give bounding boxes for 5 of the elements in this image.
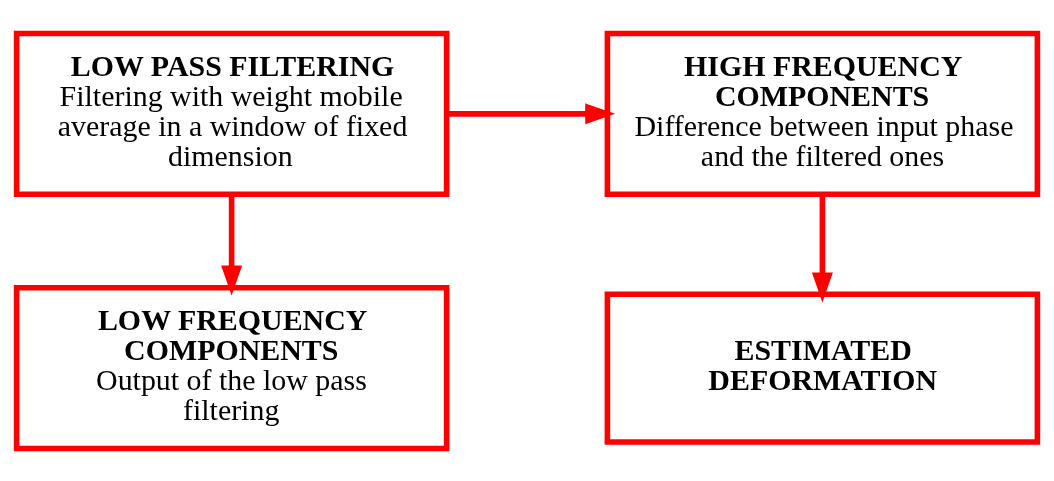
- arrow: [446, 102, 616, 124]
- node-box: ESTIMATED DEFORMATION: [604, 290, 1041, 445]
- node-box: HIGH FREQUENCY COMPONENTS Difference between input phase and the filtered ones: [604, 30, 1041, 197]
- node-box: LOW FREQUENCY COMPONENTS Output of the low pass filtering: [13, 284, 450, 451]
- node-box: LOW PASS FILTERING Filtering with weight mobile average in a window of fixed dimension: [13, 30, 450, 197]
